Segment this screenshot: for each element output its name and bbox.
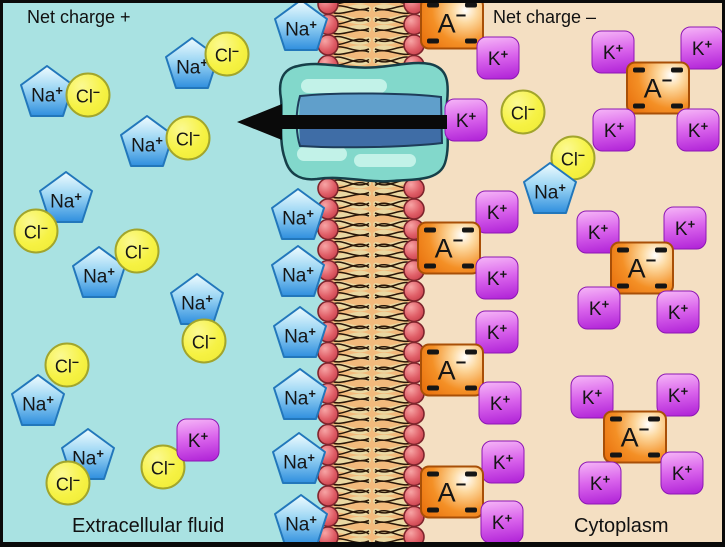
cytoplasm-label: Cytoplasm [574,515,669,537]
ion-k: K+ [444,98,488,142]
ion-k: K+ [592,108,636,152]
ion-cl: Cl− [181,318,227,364]
ion-na: Na+ [273,368,327,420]
ion-k: K+ [478,381,522,425]
ion-na: Na+ [273,306,327,358]
ion-na: Na+ [523,162,577,214]
ion-k: K+ [656,290,700,334]
ion-na: Na+ [274,494,328,542]
ion-na: Na+ [120,115,174,167]
ion-cl: Cl− [65,72,111,118]
ion-k: K+ [680,26,722,70]
ion-k: K+ [676,108,720,152]
ion-cl: Cl− [45,460,91,506]
ion-k: K+ [663,206,707,250]
ion-na: Na+ [11,374,65,426]
ion-k: K+ [480,500,524,542]
ion-cl: Cl− [500,89,546,135]
ion-cl: Cl− [44,342,90,388]
ion-cl: Cl− [204,31,250,77]
ion-a: A− [420,465,484,519]
ion-a: A− [417,221,481,275]
ion-na: Na+ [39,171,93,223]
ion-k: K+ [475,310,519,354]
ion-na: Na+ [272,432,326,484]
ion-a: A− [420,3,484,50]
ion-a: A− [610,241,674,295]
ion-a: A− [626,61,690,115]
ion-k: K+ [660,451,704,495]
ion-k: K+ [656,373,700,417]
ion-k: K+ [475,256,519,300]
ion-cl: Cl− [114,228,160,274]
ion-na: Na+ [271,245,325,297]
ion-k: K+ [578,461,622,505]
extracellular-fluid-label: Extracellular fluid [72,515,225,537]
ion-k: K+ [475,190,519,234]
ion-cl: Cl− [165,115,211,161]
ion-na: Na+ [170,273,224,325]
ion-k: K+ [481,440,525,484]
net-charge-negative-label: Net charge – [493,7,597,27]
ion-k: K+ [176,418,220,462]
ion-k: K+ [476,36,520,80]
ion-a: A− [420,343,484,397]
ion-a: A− [603,410,667,464]
ion-k: K+ [577,286,621,330]
ion-na: Na+ [274,3,328,51]
ion-cl: Cl− [13,208,59,254]
ion-na: Na+ [271,188,325,240]
ion-na: Na+ [20,65,74,117]
net-charge-positive-label: Net charge + [27,7,131,27]
